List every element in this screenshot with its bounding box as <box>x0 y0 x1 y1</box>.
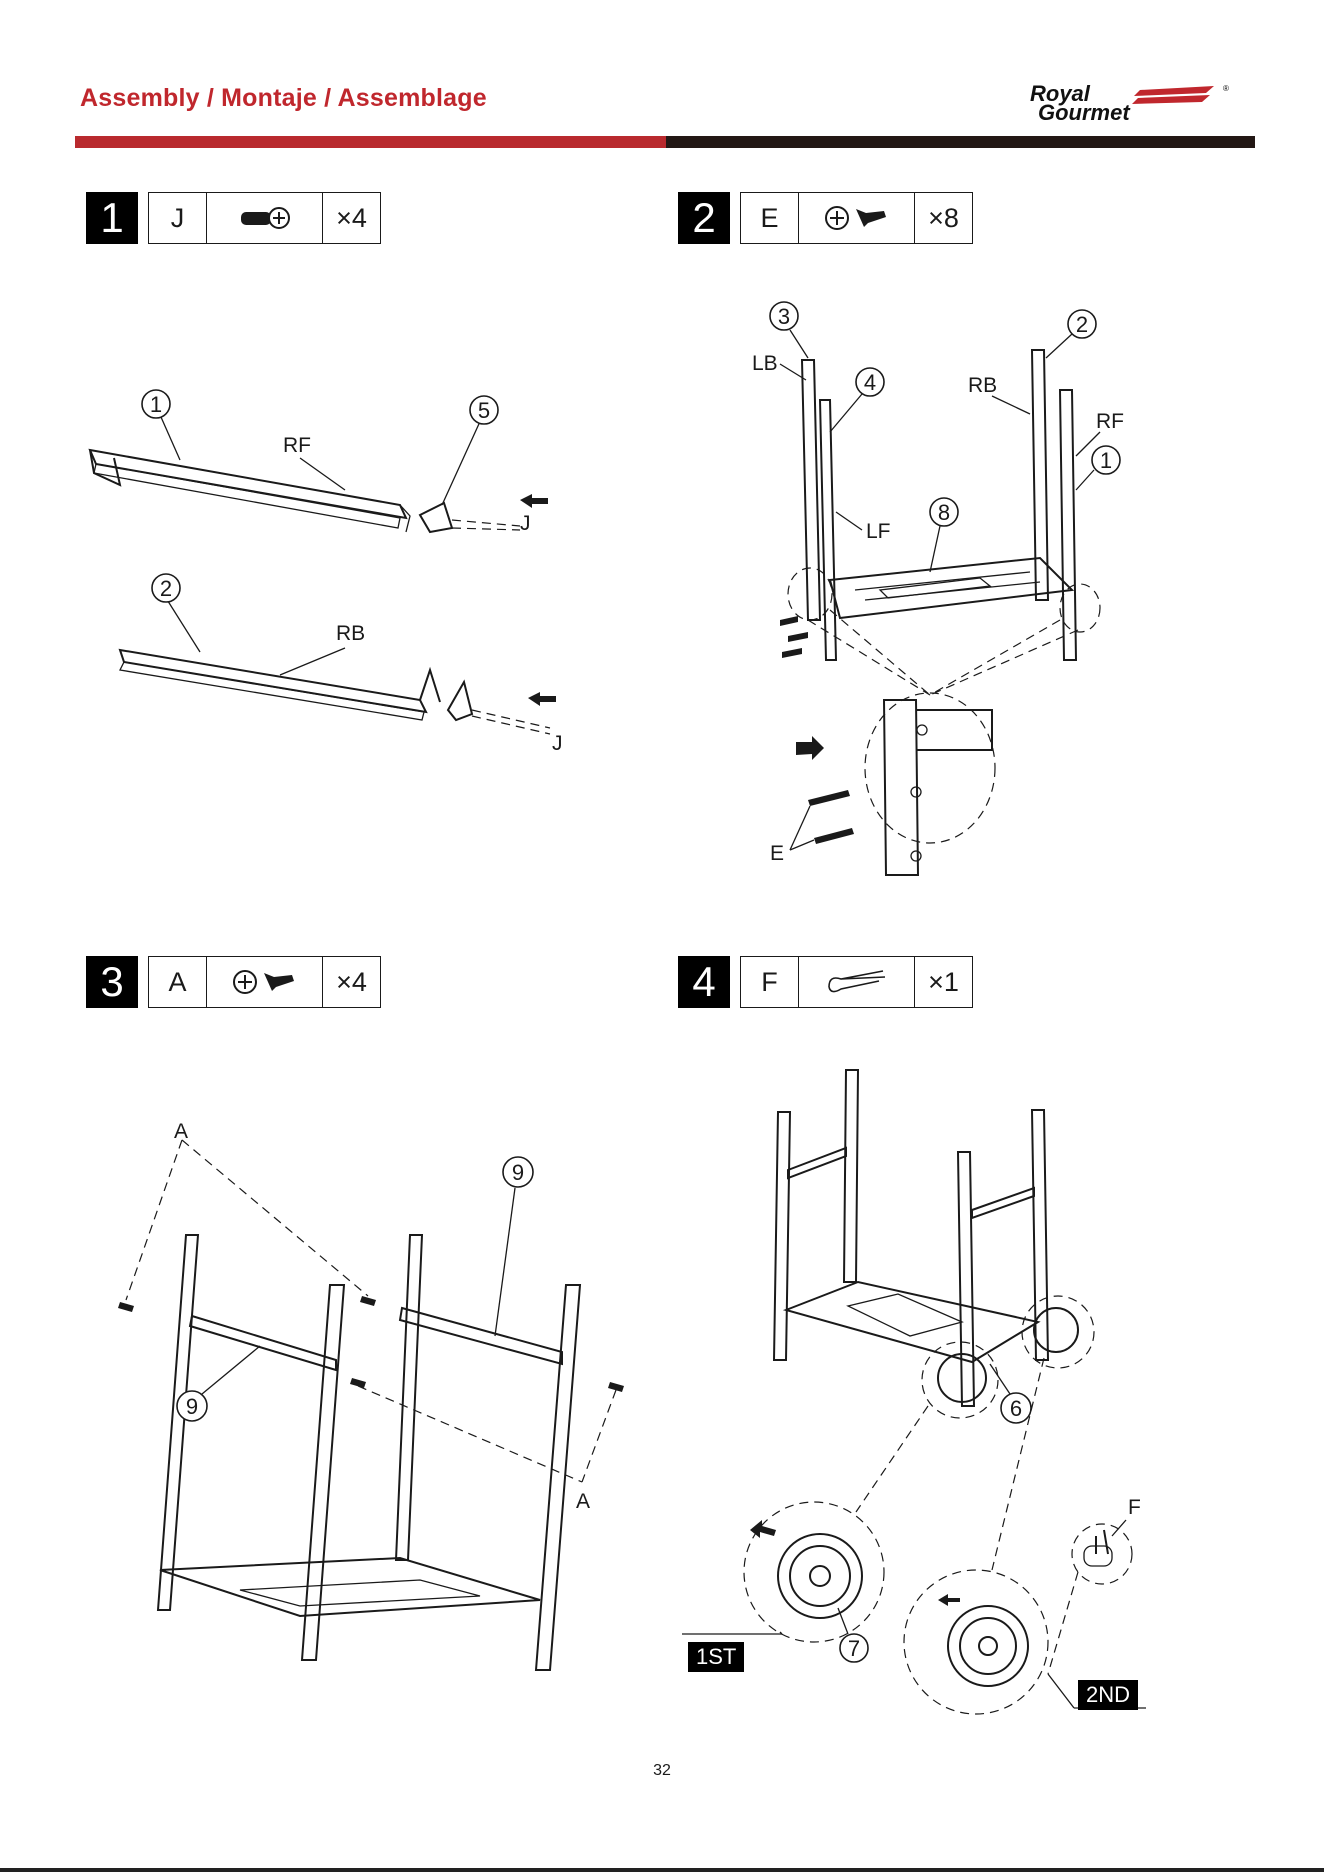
part-letter: J <box>149 193 207 243</box>
callout-2: 2 <box>1076 312 1088 337</box>
quantity: ×4 <box>323 193 380 243</box>
callout-9-left: 9 <box>186 1394 198 1419</box>
parts-table: J ×4 <box>148 192 381 244</box>
label-rb: RB <box>336 622 365 645</box>
arrow-icon <box>938 1594 960 1606</box>
brand-logo: Royal Gourmet ® <box>1030 82 1240 124</box>
screw-icon <box>230 967 300 997</box>
arrow-icon <box>520 494 548 508</box>
page-title: Assembly / Montaje / Assemblage <box>80 84 487 113</box>
parts-table: E ×8 <box>740 192 973 244</box>
label-f: F <box>1128 1496 1141 1519</box>
callout-3: 3 <box>778 304 790 329</box>
arrow-icon <box>796 736 824 760</box>
flame-mark-icon <box>1132 86 1214 104</box>
brand-name-line2: Gourmet <box>1038 100 1131 124</box>
step-3-diagram: A A 9 9 <box>90 1110 650 1710</box>
quantity: ×8 <box>915 193 972 243</box>
step-number: 2 <box>678 192 730 244</box>
page-number: 32 <box>0 1762 1324 1780</box>
end-cap-rb <box>448 682 472 720</box>
rail-rb <box>120 650 440 720</box>
hardware-cell <box>207 957 323 1007</box>
step-2-header: 2 E ×8 <box>678 192 978 244</box>
screw-icon <box>235 203 295 233</box>
quantity: ×4 <box>323 957 380 1007</box>
end-cap-5 <box>420 503 452 532</box>
registered-mark: ® <box>1223 84 1229 93</box>
quantity: ×1 <box>915 957 972 1007</box>
parts-table: A ×4 <box>148 956 381 1008</box>
callout-6: 6 <box>1010 1396 1022 1421</box>
step-2-diagram: E 3 LB 4 LF 2 RB RF 1 8 <box>680 290 1160 890</box>
callout-8: 8 <box>938 500 950 525</box>
label-lb: LB <box>752 352 778 375</box>
part-letter: A <box>149 957 207 1007</box>
callout-5: 5 <box>478 398 490 423</box>
label-a-top: A <box>174 1120 188 1143</box>
step-4-diagram: 7 F 6 <box>672 1060 1192 1720</box>
step-number: 4 <box>678 956 730 1008</box>
label-rf: RF <box>1096 410 1124 433</box>
label-rb: RB <box>968 374 997 397</box>
arrow-icon <box>528 692 556 706</box>
callout-7: 7 <box>848 1636 860 1661</box>
label-e: E <box>770 842 784 865</box>
step-4-header: 4 F ×1 <box>678 956 978 1008</box>
part-letter: F <box>741 957 799 1007</box>
step-1-header: 1 J ×4 <box>86 192 386 244</box>
label-rf: RF <box>283 434 311 457</box>
first-wheel-tag: 1ST <box>688 1642 744 1672</box>
hardware-cell <box>799 193 915 243</box>
header-rule-dark <box>666 136 1255 148</box>
screw-icon <box>822 203 892 233</box>
step-number: 1 <box>86 192 138 244</box>
label-j-bottom: J <box>552 732 563 755</box>
hardware-cell <box>799 957 915 1007</box>
hardware-cell <box>207 193 323 243</box>
label-j-top: J <box>520 512 531 535</box>
step-number: 3 <box>86 956 138 1008</box>
callout-1: 1 <box>1100 448 1112 473</box>
part-letter: E <box>741 193 799 243</box>
bottom-rule <box>0 1868 1324 1872</box>
header-rule-red <box>75 136 666 148</box>
callout-4: 4 <box>864 370 876 395</box>
second-wheel-tag: 2ND <box>1078 1680 1138 1710</box>
callout-2: 2 <box>160 576 172 601</box>
step-3-header: 3 A ×4 <box>86 956 386 1008</box>
callout-1: 1 <box>150 392 162 417</box>
label-a-bottom: A <box>576 1490 590 1513</box>
cotter-pin-icon <box>819 967 895 997</box>
rail-rf <box>90 450 410 532</box>
callout-9-right: 9 <box>512 1160 524 1185</box>
label-lf: LF <box>866 520 891 543</box>
parts-table: F ×1 <box>740 956 973 1008</box>
step-1-diagram: 1 5 RF J 2 RB J <box>80 380 600 780</box>
